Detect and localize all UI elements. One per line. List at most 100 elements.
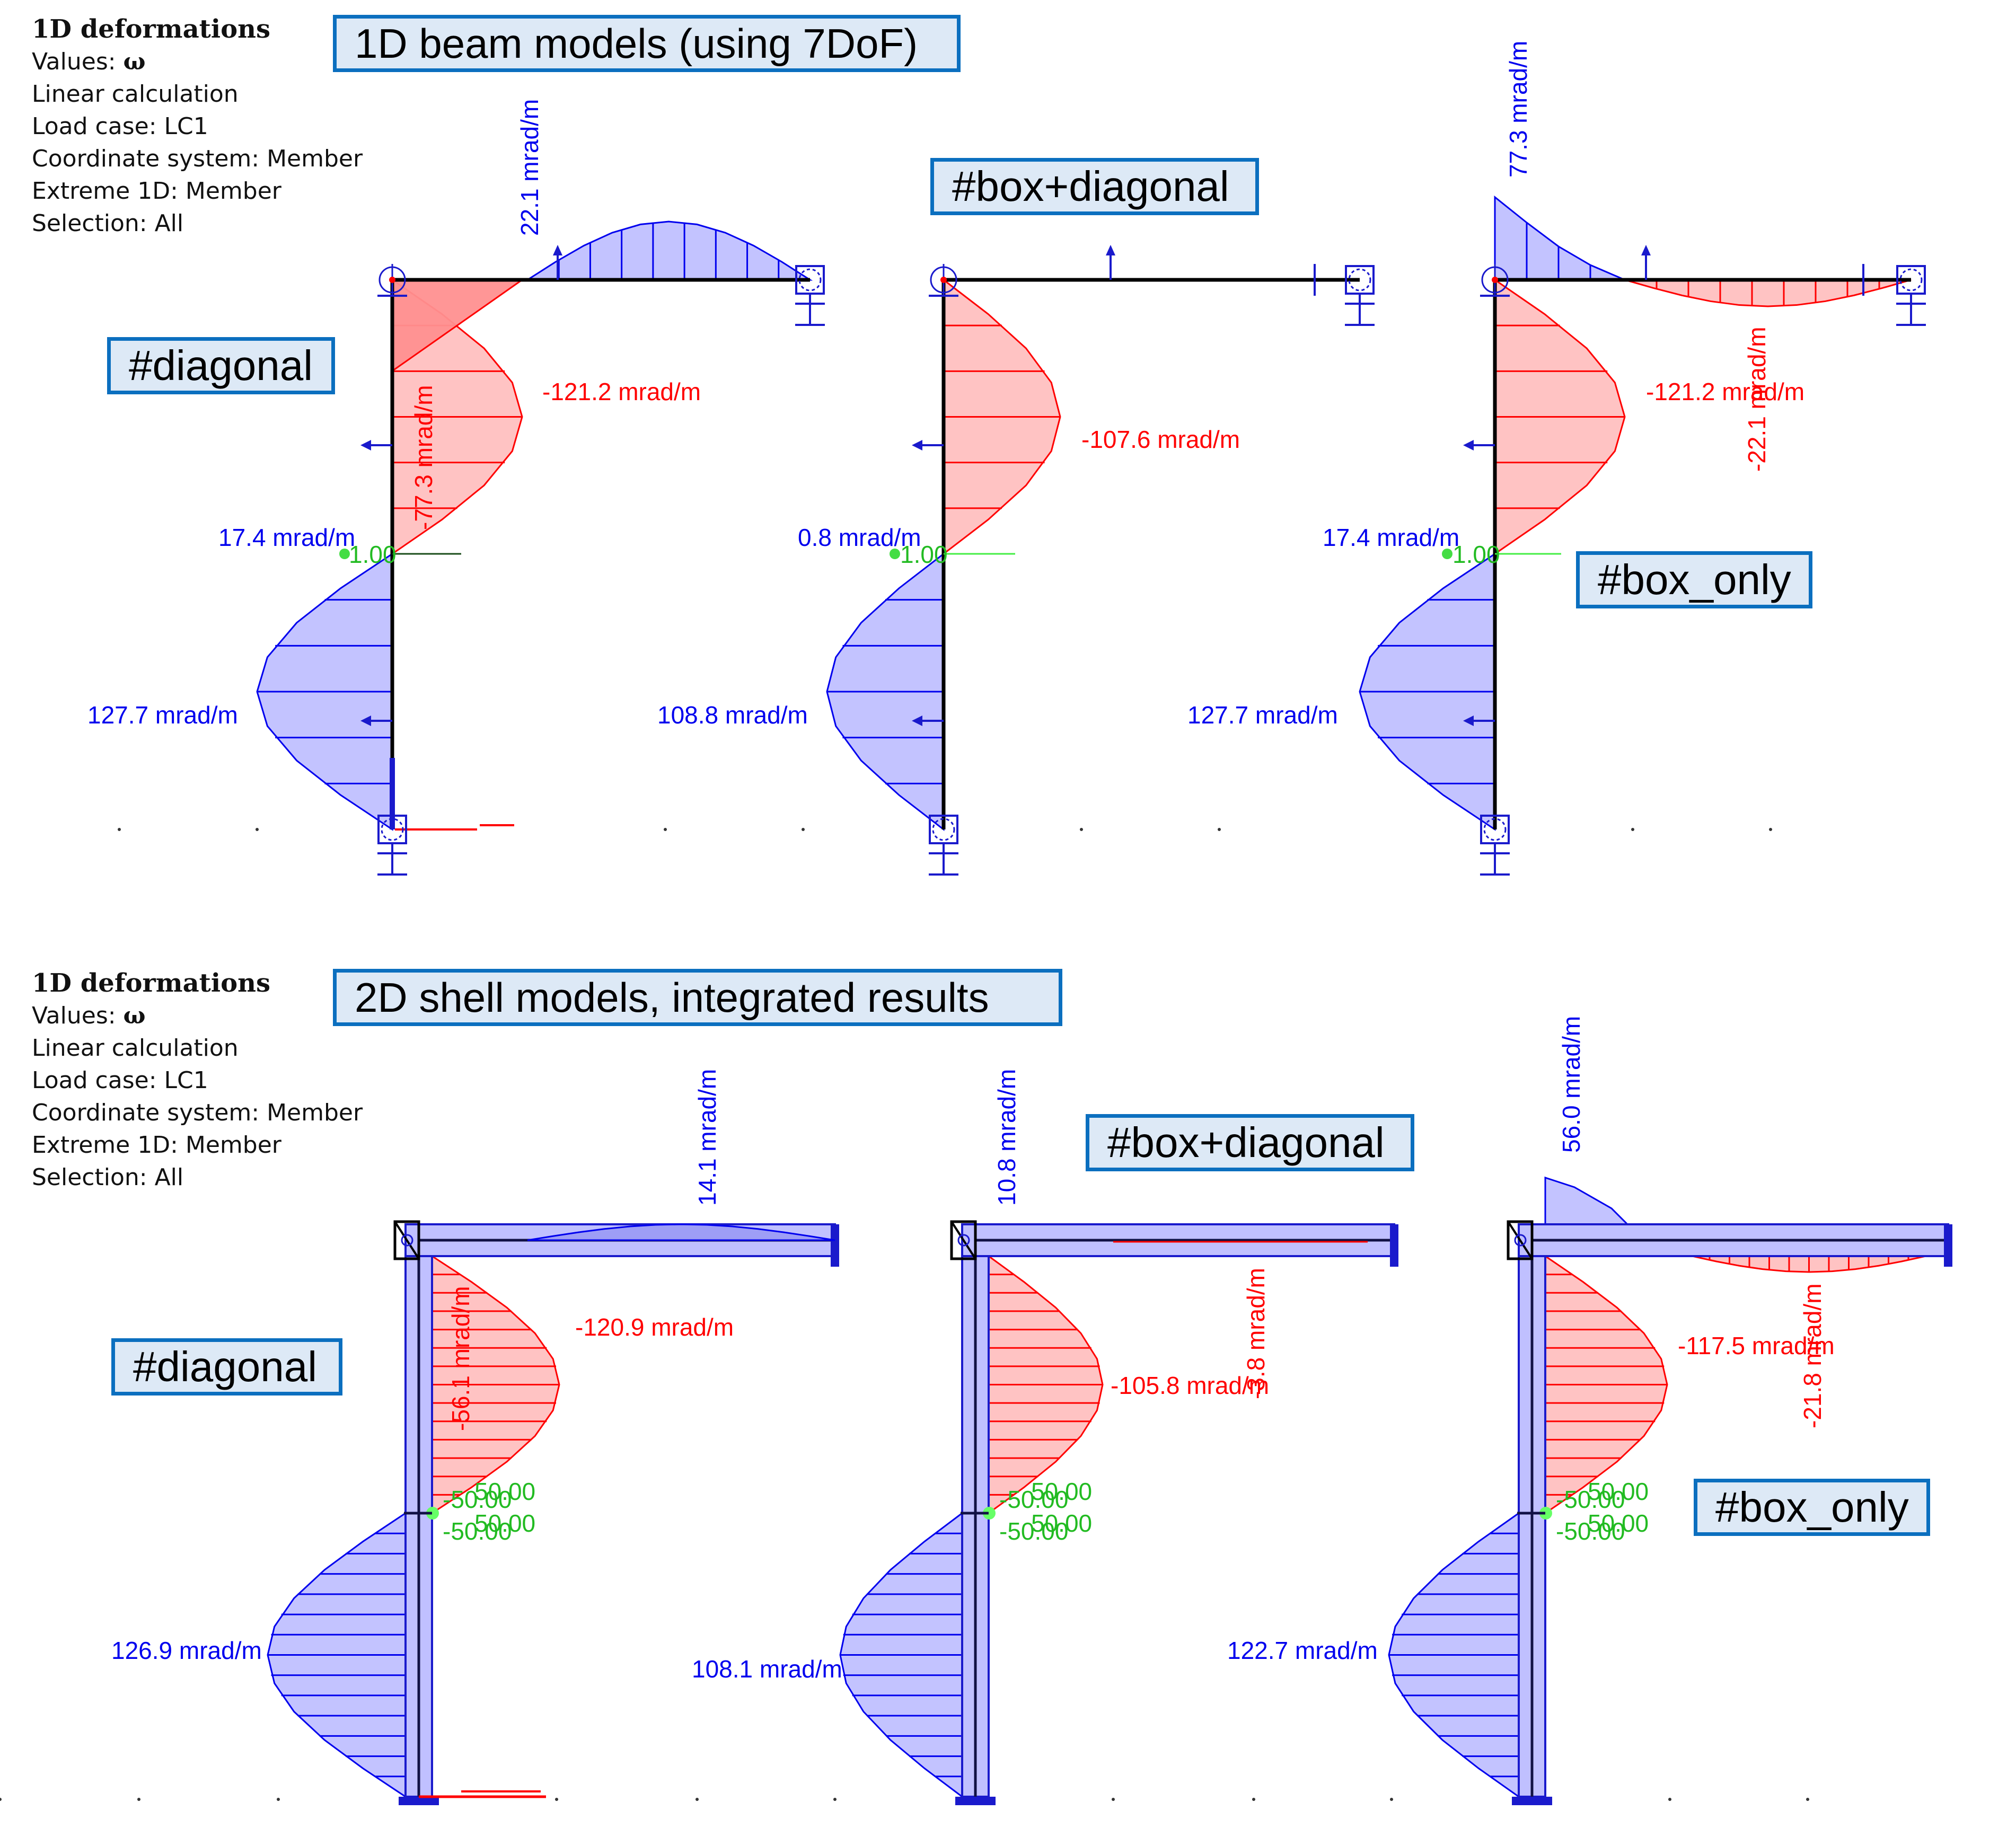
info-load-case: Load case: LC1 [32,1067,208,1094]
arrow-up-icon [1641,245,1651,280]
info-values: Values: ω [32,1002,146,1029]
arrow-head [1641,245,1651,255]
omega-symbol: ω [123,1002,146,1029]
label-green-b: 50.00 [474,1478,535,1505]
support-base [1512,1797,1552,1805]
mid-marker-dot [339,549,350,559]
grid-dot [555,1798,558,1801]
label-top-max: 77.3 mrad/m [1504,41,1532,178]
value-labels: 22.1 mrad/m-121.2 mrad/m-77.3 mrad/m17.4… [87,41,1835,1683]
hinge-icon [377,264,407,297]
label-green-a: -50.00 [999,1486,1068,1513]
grid-dot [0,1798,2,1801]
label-green-b: 50.00 [1588,1478,1649,1505]
arrow-head [360,440,371,451]
hinge-node [940,277,947,283]
info-calc: Linear calculation [32,81,239,108]
tag-beam-diagonal: #diagonal [107,337,335,394]
corner-diagonal [1507,1221,1533,1260]
support-base [399,1797,439,1805]
heading-shell-models: 2D shell models, integrated results [333,969,1062,1026]
info-block-beam: 1D deformations Values: ω Linear calcula… [32,13,363,240]
label-column-inner: -77.3 mrad/m [410,385,437,530]
label-column-pos: 108.8 mrad/m [657,701,808,729]
shell-models-group [0,1176,1952,1805]
arrow-left-icon [360,716,392,726]
support-circle [381,818,404,841]
label-green-c: -50.00 [443,1517,512,1545]
info-load-case: Load case: LC1 [32,113,208,140]
corner-diagonal [394,1221,420,1260]
info-coord-system: Coordinate system: Member [32,145,363,172]
support-base [955,1797,996,1805]
mid-marker-dot [1442,549,1452,559]
positive-lobe-beam-corner [1494,195,1625,281]
label-mid-marker: 1.00 [1452,541,1500,568]
label-beam-neg: -22.1 mrad/m [1743,326,1771,472]
label-green-a: -50.00 [1556,1486,1625,1513]
label-green-d: 50.00 [474,1509,535,1537]
label-green-d: 50.00 [1031,1509,1092,1537]
grid-dot [696,1798,699,1801]
mid-marker-dot [983,1507,996,1520]
grid-dot [1668,1798,1671,1801]
hinge-node [389,277,395,283]
arrow-left-icon [1463,440,1495,451]
grid-dot [118,828,121,831]
label-beam-neg: -21.8 mrad/m [1799,1283,1826,1428]
info-block-shell: 1D deformations Values: ω Linear calcula… [32,967,363,1194]
label-column-neg: -121.2 mrad/m [1646,378,1804,405]
grid-dot [137,1798,140,1801]
label-column-neg: -121.2 mrad/m [542,378,701,405]
label-green-a: -50.00 [443,1486,512,1513]
grid-dot [1390,1798,1393,1801]
info-title: 1D deformations [32,968,271,998]
model-shell-box-only [1388,1176,1952,1805]
label-column-pos: 127.7 mrad/m [1187,701,1338,729]
label-green-d: 50.00 [1588,1509,1649,1537]
support-icon [795,265,825,326]
arrow-head [912,716,922,726]
info-calc: Linear calculation [32,1035,239,1062]
label-column-pos: 122.7 mrad/m [1227,1637,1378,1664]
beam-models-group [118,195,1926,876]
label-column-pos: 126.9 mrad/m [111,1637,262,1664]
arrow-head [360,716,371,726]
label-column-pos: 108.1 mrad/m [692,1655,842,1683]
corner-box [393,1220,420,1260]
arrow-head [553,245,562,255]
arrow-head [912,440,922,451]
arrow-left-icon [912,440,944,451]
label-mid-marker: 1.00 [349,541,397,568]
label-column-pos: 127.7 mrad/m [87,701,238,729]
arrow-head [1106,245,1115,255]
label-mid: 17.4 mrad/m [218,524,355,551]
tag-beam-box-only: #box_only [1576,551,1812,608]
label-top-max: 56.0 mrad/m [1557,1016,1585,1153]
corner-diagonal [950,1221,976,1260]
label-column-neg: -120.9 mrad/m [575,1313,734,1341]
corner-node [1514,1234,1527,1247]
corner-box [950,1220,977,1260]
info-extreme: Extreme 1D: Member [32,178,281,205]
info-selection: Selection: All [32,1164,184,1191]
arrow-up-icon [553,245,562,280]
support-right [1944,1224,1952,1267]
tag-shell-box-diagonal: #box+diagonal [1086,1114,1414,1171]
arrow-left-icon [360,440,392,451]
heading-beam-models: 1D beam models (using 7DoF) [333,15,961,72]
label-mid: 0.8 mrad/m [798,524,921,551]
model-shell-box-diagonal [839,1220,1398,1805]
support-right [1390,1224,1398,1267]
omega-symbol: ω [123,48,146,75]
grid-dot [256,828,259,831]
grid-dot [664,828,667,831]
arrow-head [1463,440,1474,451]
support-right [831,1224,839,1267]
model-shell-diagonal [267,1220,839,1805]
grid-dot [1112,1798,1115,1801]
model-beam-box-only [1359,195,1926,876]
tag-shell-box-only: #box_only [1694,1479,1930,1536]
